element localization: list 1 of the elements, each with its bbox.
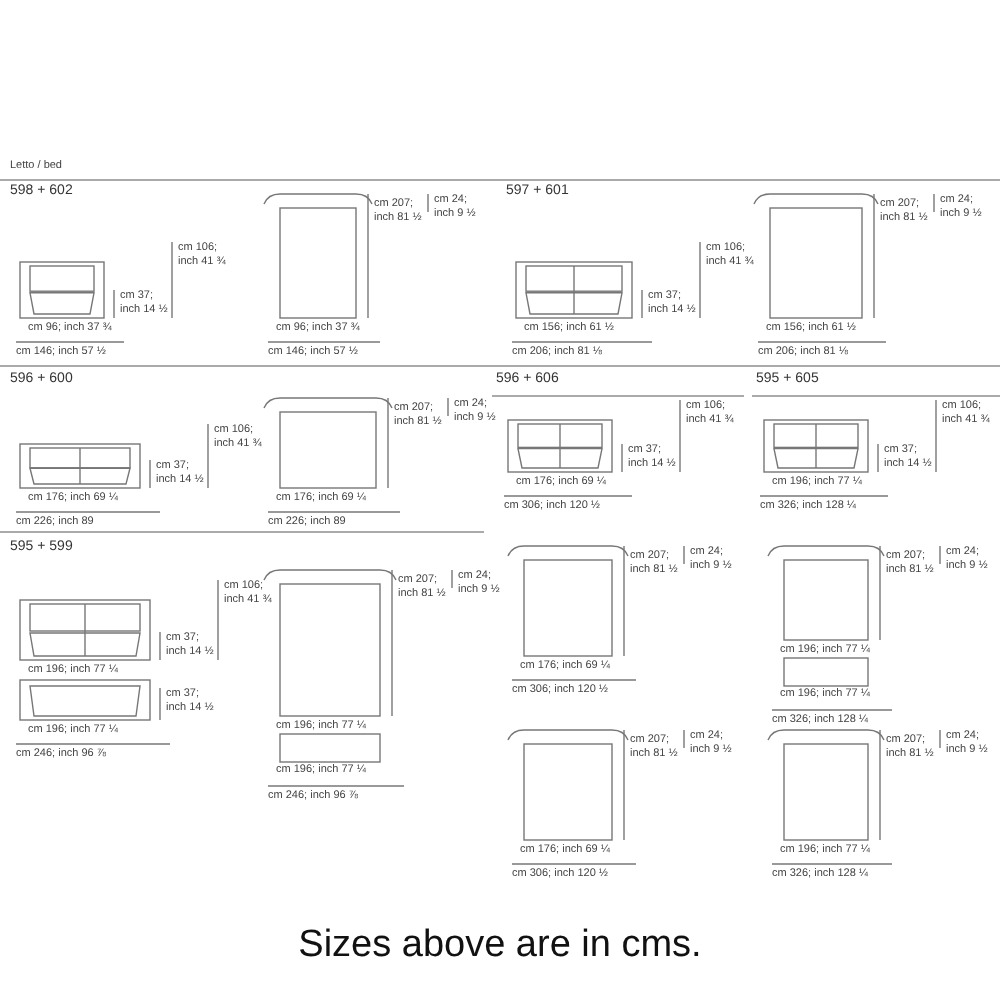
caption: Sizes above are in cms. (296, 924, 704, 968)
